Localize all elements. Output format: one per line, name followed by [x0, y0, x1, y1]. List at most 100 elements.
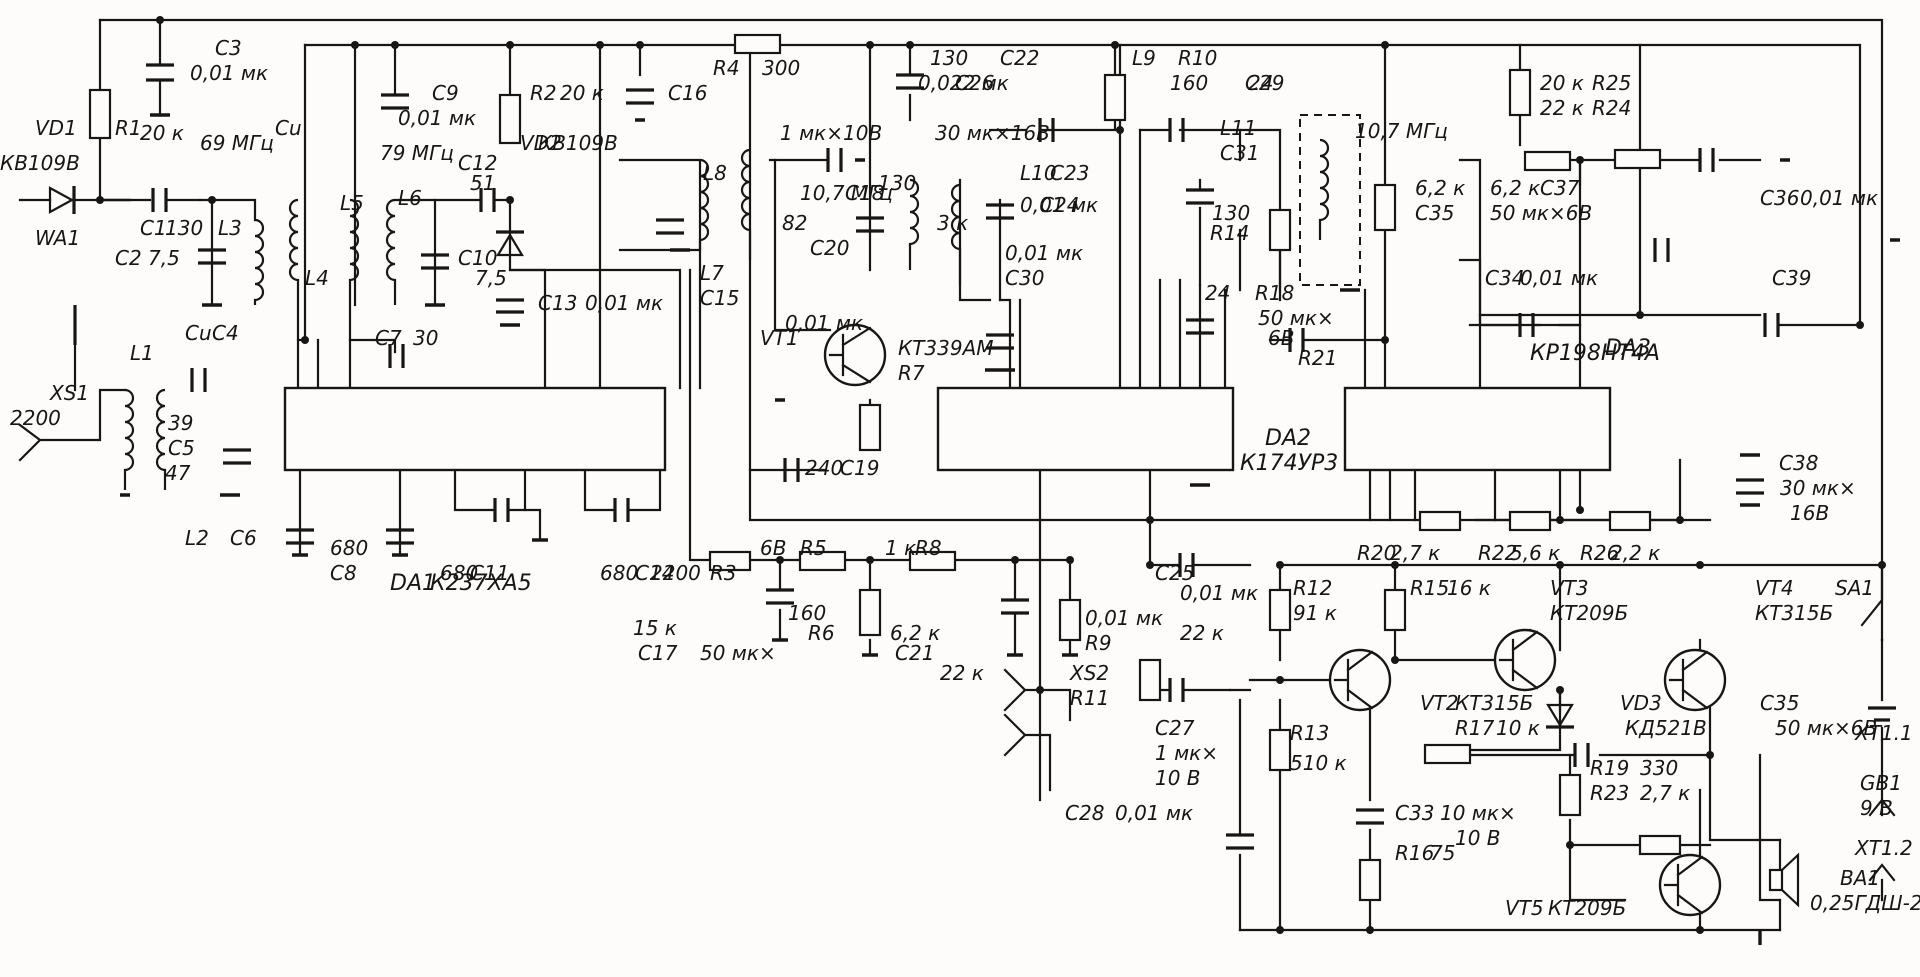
schematic-label: КВ109В [0, 151, 80, 175]
schematic-label: 10,7 МГц [800, 181, 893, 205]
schematic-label: 680 [440, 561, 478, 585]
schematic-label: C12 [458, 151, 497, 175]
battery-gb1-icon [1868, 638, 1896, 882]
schematic-label: VD1 [35, 116, 77, 140]
schematic-label: R24 [1592, 96, 1631, 120]
semiconductors [48, 186, 1727, 917]
schematic-label: 5,6 к [1510, 541, 1560, 565]
schematic-label: C9 [432, 81, 459, 105]
schematic-label: R18 [1255, 281, 1294, 305]
schematic-label: 680 [330, 536, 368, 560]
schematic-label: КТ209Б [1550, 601, 1628, 625]
capacitor-c17 [766, 588, 794, 605]
transistor-vt4 [1663, 648, 1727, 712]
capacitor-c7 [388, 344, 405, 368]
schematic-label: 130 [1212, 201, 1250, 225]
schematic-label: SA1 [1835, 576, 1874, 600]
schematic-label: R11 [1070, 686, 1109, 710]
resistor-r5 [798, 550, 847, 572]
schematic-label: L5 [340, 191, 364, 215]
resistor-r19 [1558, 773, 1582, 817]
schematic-label: 6В [1268, 326, 1294, 350]
junction-dots [96, 16, 1886, 934]
schematic-label: C33 [1395, 801, 1434, 825]
schematic-label: 2200 [10, 406, 61, 430]
schematic-label: 50 мк× [1258, 306, 1334, 330]
schematic-label: КТ339АМ [898, 336, 994, 360]
schematic-label: 22 к [1540, 96, 1584, 120]
schematic-label: C35 [1760, 691, 1799, 715]
schematic-label: R19 [1590, 756, 1629, 780]
schematic-label: КД521В [1625, 716, 1707, 740]
inductor-l9 [908, 178, 920, 270]
schematic-label: 130 [878, 171, 916, 195]
schematic-label: 0,01 мк [1085, 606, 1163, 630]
schematic-label: C30 [1005, 266, 1044, 290]
schematic-label: 50 мк×6В [1775, 716, 1877, 740]
schematic-label: 10 В [1155, 766, 1201, 790]
schematic-label: WA1 [35, 226, 80, 250]
schematic-label: L11 [1220, 116, 1257, 140]
schematic-label: 130 [165, 216, 203, 240]
schematic-label: R1 [115, 116, 142, 140]
capacitor-c21 [1001, 598, 1029, 615]
schematic-label: C14 [635, 561, 674, 585]
xs2-connector-icon [1003, 668, 1052, 792]
schematic-label: 69 МГц [200, 131, 274, 155]
schematic-label: 0,01 мк [398, 106, 476, 130]
grounds [120, 113, 1900, 945]
schematic-label: 0,01 мк [1115, 801, 1193, 825]
capacitor-c18 [826, 148, 843, 172]
schematic-label: R12 [1293, 576, 1332, 600]
inductor-l4 [288, 198, 300, 340]
ic-designator: DA2 [1265, 426, 1311, 451]
ic-designator: DA1 [390, 571, 436, 596]
schematic-label: 24 [1205, 281, 1230, 305]
schematic-label: C18 [845, 181, 884, 205]
schematic-label: 0,022 мк [918, 71, 1009, 95]
schematic-label: C37 [1540, 176, 1580, 200]
diode-vd3 [1546, 703, 1574, 729]
diode-vd1 [48, 186, 76, 214]
schematic-label: 680 [600, 561, 638, 585]
capacitor-c23 [986, 203, 1014, 220]
schematic-label: 47 [165, 461, 191, 485]
schematic-label: 160 [1170, 71, 1208, 95]
xs1-connector-icon [18, 305, 127, 462]
schematic-label: XS2 [1069, 661, 1109, 685]
schematic-label: C11 [470, 561, 509, 585]
resistors [88, 33, 1682, 902]
resistor-r8 [908, 550, 957, 572]
schematic-label: C6 [230, 526, 257, 550]
schematic-label: BA1 [1840, 866, 1880, 890]
schematic-label: C15 [700, 286, 739, 310]
schematic-label: 6,2 к [890, 621, 940, 645]
resistor-r4 [733, 33, 782, 55]
resistor-r13 [1268, 728, 1292, 772]
resistor-r15 [1383, 588, 1407, 632]
schematic-label: R23 [1590, 781, 1629, 805]
inductor-l7 [698, 158, 710, 250]
schematic-label: 20 к [140, 121, 184, 145]
inductor-l10 [950, 183, 962, 285]
schematic-label: R4 [713, 56, 740, 80]
schematic-label: R14 [1210, 221, 1249, 245]
resistor-r23 [1638, 834, 1682, 856]
resistor-r1 [88, 88, 112, 140]
schematic-label: XT1.1 [1854, 721, 1913, 745]
inductor-l11 [1318, 138, 1330, 240]
schematic-label: C25 [1155, 561, 1194, 585]
schematic-label: R10 [1178, 46, 1217, 70]
schematic-label: 91 к [1293, 601, 1337, 625]
transistor-vt1 [823, 323, 887, 387]
schematic-label: 1 мк×10В [780, 121, 882, 145]
schematic-label: R9 [1085, 631, 1112, 655]
schematic-label: C3 [215, 36, 242, 60]
capacitor-c12 [479, 188, 496, 212]
capacitor-c1 [151, 188, 168, 212]
schematic-label: R17 [1455, 716, 1495, 740]
schematic-label: КТ315Б [1455, 691, 1533, 715]
schematic-label: 75 [1430, 841, 1455, 865]
capacitor-c30 [1186, 318, 1214, 335]
schematic-label: R6 [808, 621, 835, 645]
